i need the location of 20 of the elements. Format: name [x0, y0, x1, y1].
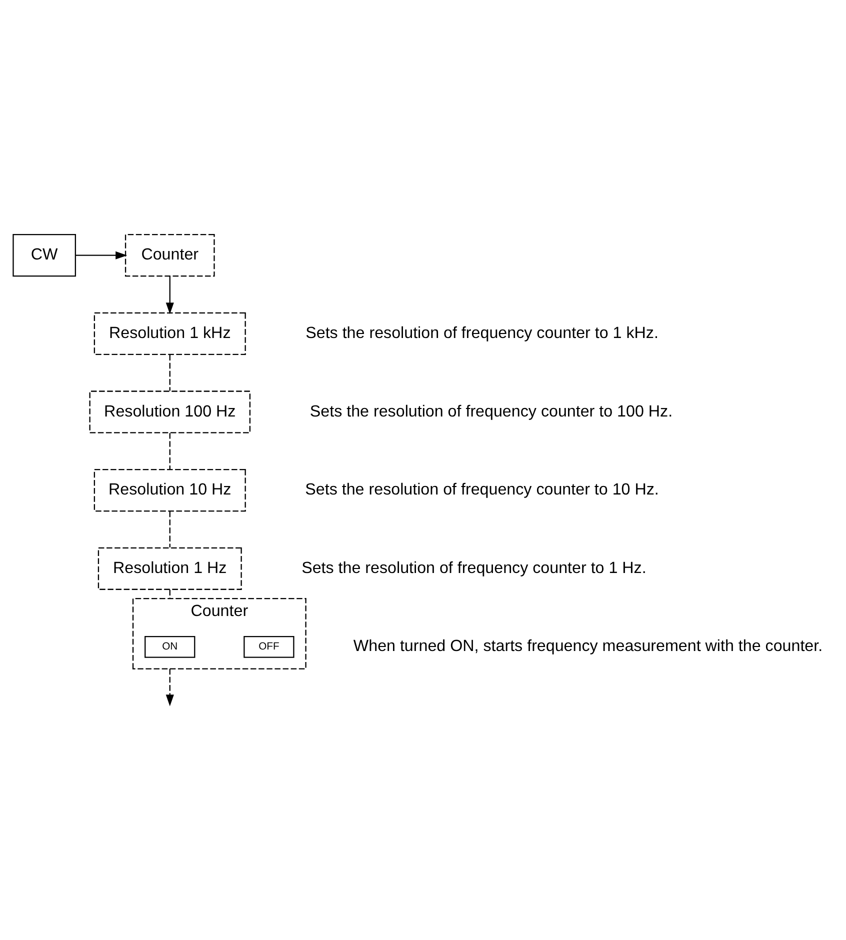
arrow [166, 668, 174, 706]
connector [169, 590, 170, 599]
connector [169, 354, 170, 391]
node-box: Resolution 1 Hz [98, 547, 242, 590]
node-label: Sets the resolution of frequency counter to 1 Hz. [302, 558, 646, 577]
node-label: When turned ON, starts frequency measurement with the counter. [353, 637, 823, 656]
node-label: Sets the resolution of frequency counter to 10 Hz. [305, 480, 659, 499]
node-box: Counter [124, 234, 215, 277]
arrow [76, 251, 128, 260]
node-label: Sets the resolution of frequency counter to 1 kHz. [306, 324, 658, 342]
connector [169, 511, 170, 548]
node-box: ON [144, 636, 196, 658]
connector [169, 433, 170, 470]
arrow [166, 276, 174, 314]
node-label: Sets the resolution of frequency counter to 100 Hz. [310, 402, 673, 420]
node-box: Resolution 100 Hz [89, 390, 250, 434]
node-box: Resolution 1 kHz [94, 312, 246, 355]
node-box: OFF [244, 636, 294, 658]
node-box: Resolution 10 Hz [94, 469, 246, 512]
node-box: CW [12, 234, 76, 277]
